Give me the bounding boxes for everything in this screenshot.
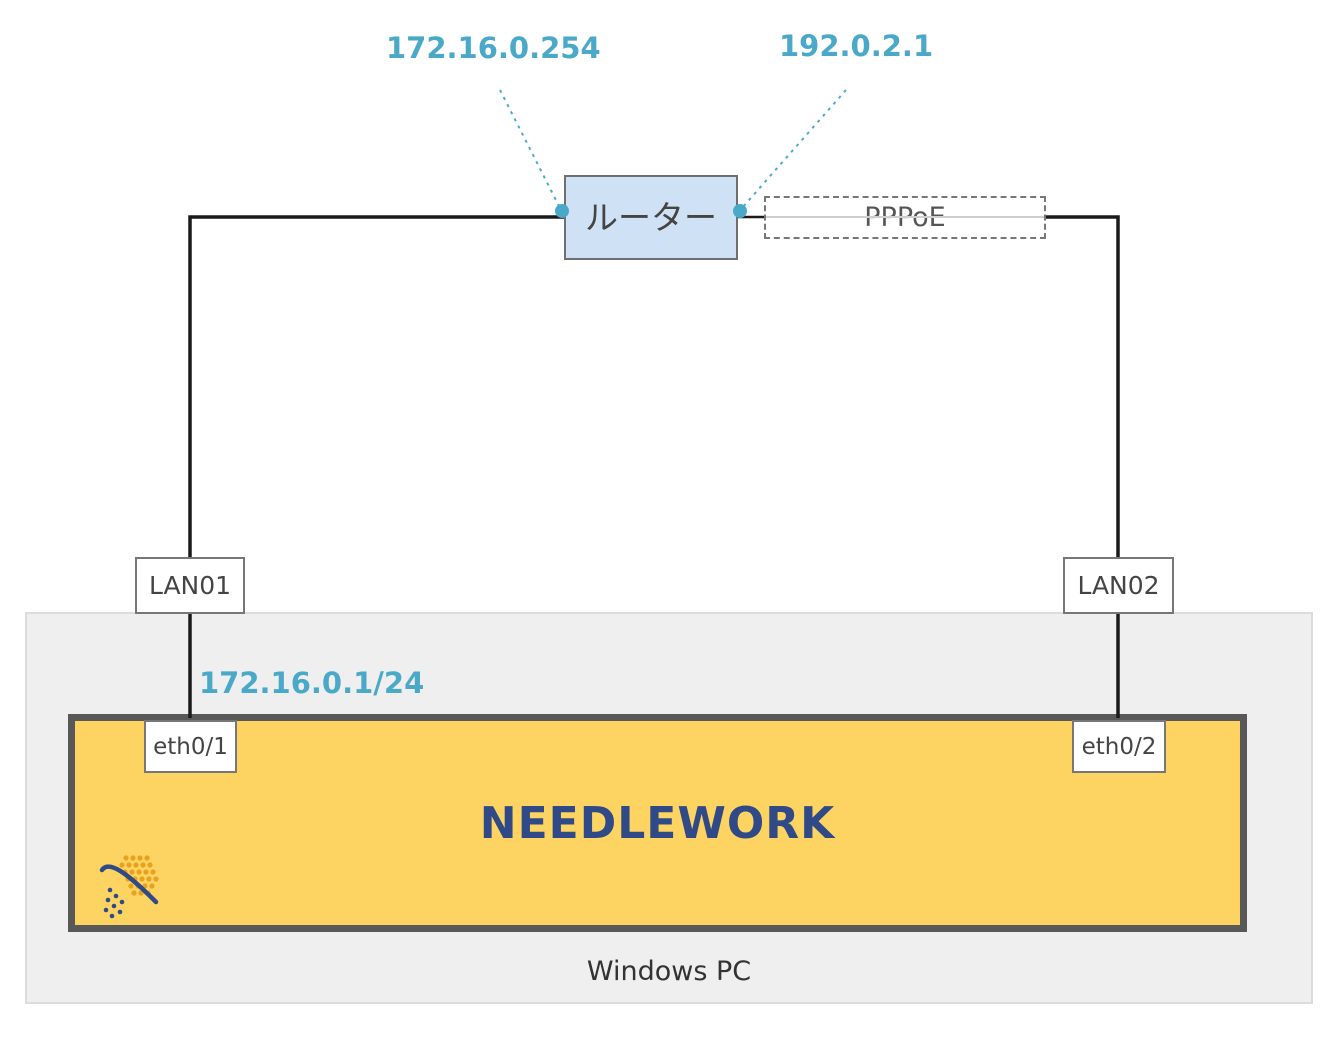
- router-lan-ip-label: 172.16.0.254: [386, 31, 601, 65]
- needlework-logo-icon: [99, 855, 159, 919]
- leader-wan-ip: [741, 89, 847, 209]
- router-wan-interface-dot: [733, 204, 747, 218]
- eth02-port[interactable]: eth0/2: [1072, 720, 1166, 773]
- lan01-port[interactable]: LAN01: [135, 557, 245, 614]
- router-box[interactable]: ルーター: [564, 175, 738, 260]
- needlework-device-name: NEEDLEWORK: [479, 798, 836, 849]
- eth01-ip-label: 172.16.0.1/24: [199, 666, 425, 700]
- router-lan-interface-dot: [555, 204, 569, 218]
- leader-lan-ip: [499, 89, 561, 209]
- lan02-port[interactable]: LAN02: [1063, 557, 1174, 614]
- link-router-lan01: [188, 215, 564, 558]
- needlework-device-box[interactable]: [68, 714, 1247, 932]
- windows-pc-label: Windows PC: [586, 956, 752, 987]
- eth01-port[interactable]: eth0/1: [144, 720, 237, 773]
- router-wan-ip-label: 192.0.2.1: [779, 29, 934, 63]
- link-pppoe-lan02: [1046, 215, 1120, 558]
